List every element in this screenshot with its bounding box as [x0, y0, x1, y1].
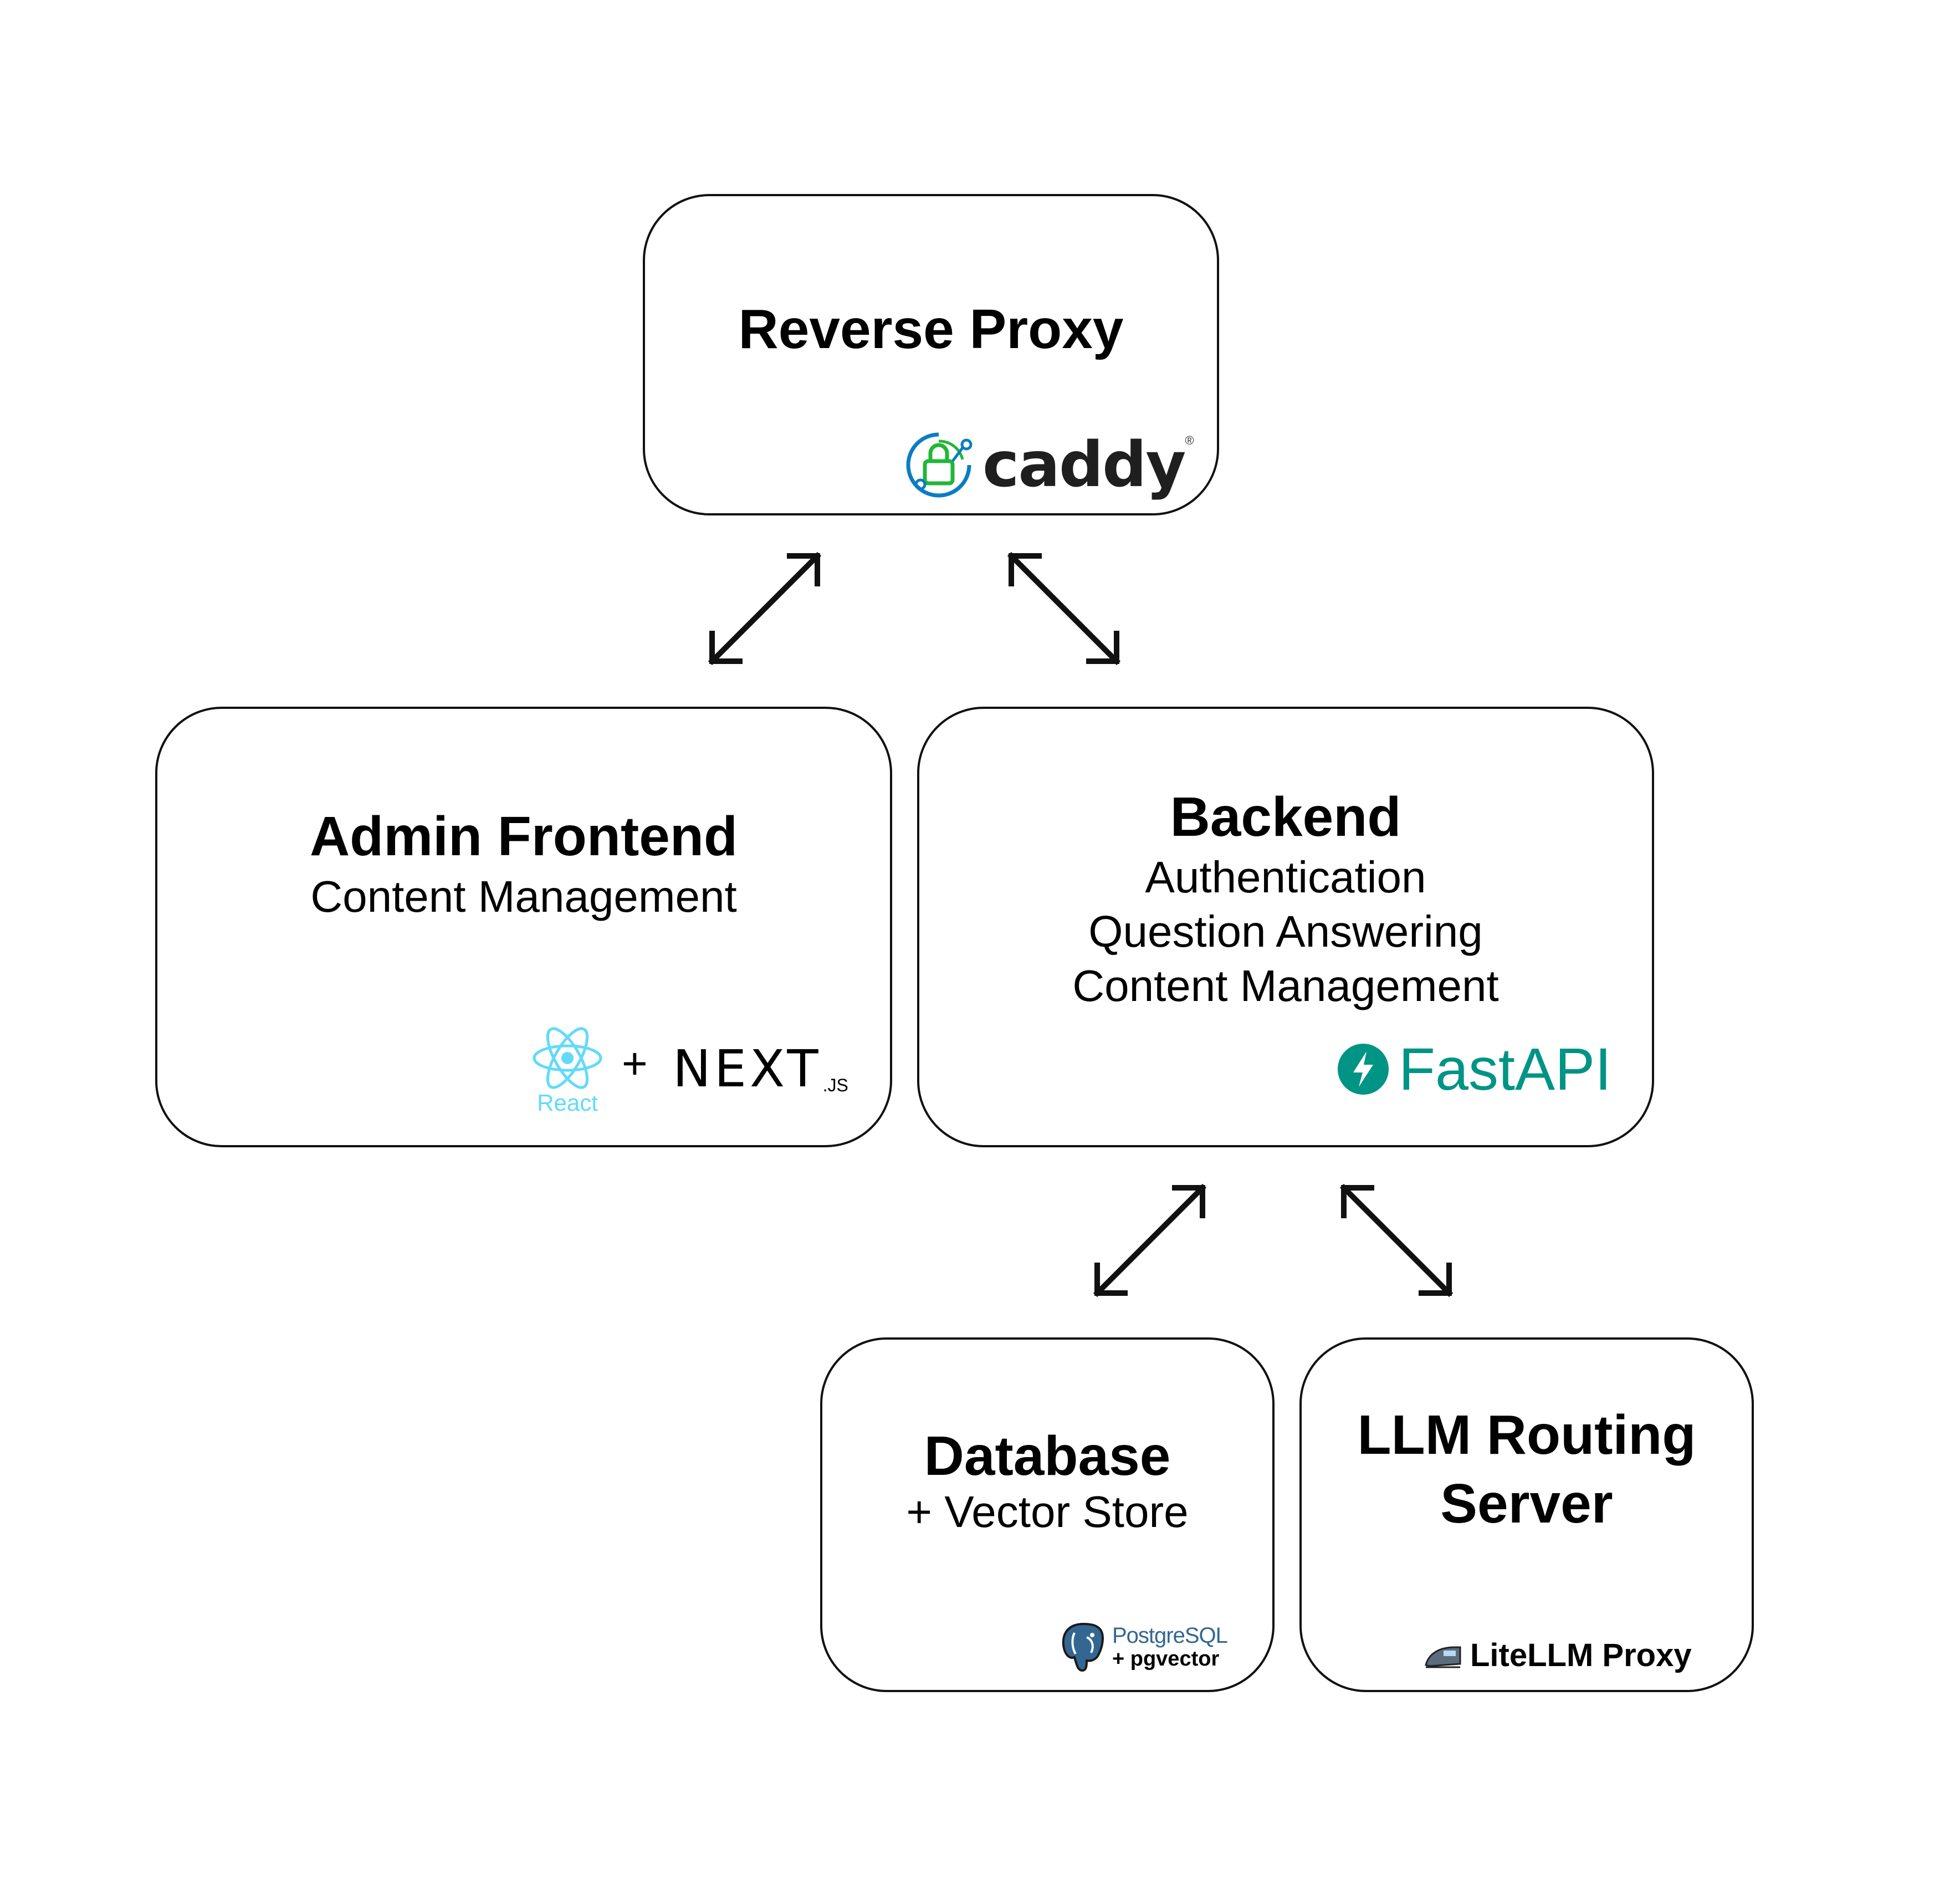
admin-frontend-title: Admin Frontend [309, 805, 738, 867]
llm-routing-title-line-1: LLM Routing [1357, 1404, 1696, 1466]
reverse-proxy-title: Reverse Proxy [738, 298, 1124, 360]
caddy-wordmark: caddy [982, 429, 1186, 501]
edge-proxy-backend [1007, 551, 1121, 666]
admin-frontend-node: Admin Frontend Content Management React … [155, 707, 892, 1147]
postgresql-prefix: Postgre [1112, 1623, 1185, 1648]
nextjs-logo: NEXT .JS [673, 1039, 848, 1099]
react-label: React [537, 1090, 598, 1116]
pgvector-label: + pgvector [1112, 1647, 1220, 1671]
backend-node: Backend Authentication Question Answerin… [917, 707, 1654, 1147]
fastapi-logo: FastAPI [1338, 1035, 1612, 1102]
llm-routing-title-line-2: Server [1440, 1473, 1613, 1535]
litellm-logo: LiteLLM Proxy [1424, 1636, 1692, 1675]
reverse-proxy-node: Reverse Proxy caddy ® [643, 194, 1219, 515]
postgresql-suffix: SQL [1184, 1623, 1228, 1648]
caddy-lock-icon [906, 432, 973, 498]
backend-line-2: Question Answering [1088, 907, 1483, 956]
fastapi-bolt-icon [1338, 1044, 1389, 1095]
caddy-logo: caddy ® [903, 429, 1194, 501]
plus-sign: + [622, 1039, 648, 1088]
registered-mark: ® [1185, 433, 1194, 447]
backend-title: Backend [1170, 786, 1401, 848]
postgres-elephant-icon [1062, 1622, 1104, 1672]
backend-line-3: Content Management [1072, 961, 1499, 1010]
train-icon [1425, 1646, 1461, 1668]
postgresql-logo: PostgreSQL + pgvector [1058, 1620, 1228, 1675]
backend-line-1: Authentication [1145, 852, 1426, 902]
fastapi-wordmark: FastAPI [1399, 1035, 1612, 1102]
edge-backend-llm [1339, 1183, 1454, 1298]
database-node: Database + Vector Store PostgreSQL + pgv… [820, 1337, 1275, 1692]
react-atom-icon [533, 1027, 602, 1089]
edge-backend-database [1093, 1183, 1207, 1298]
litellm-wordmark: LiteLLM Proxy [1470, 1637, 1692, 1673]
database-title: Database [924, 1425, 1171, 1487]
next-suffix: .JS [822, 1075, 848, 1095]
react-logo: React [531, 1025, 603, 1119]
postgresql-wordmark: PostgreSQL [1112, 1623, 1228, 1648]
database-line-1: + Vector Store [906, 1487, 1189, 1536]
edge-proxy-admin [708, 551, 822, 666]
admin-frontend-line-1: Content Management [310, 872, 737, 921]
next-wordmark: NEXT [673, 1039, 822, 1099]
llm-routing-node: LLM Routing Server LiteLLM Proxy [1299, 1337, 1754, 1692]
